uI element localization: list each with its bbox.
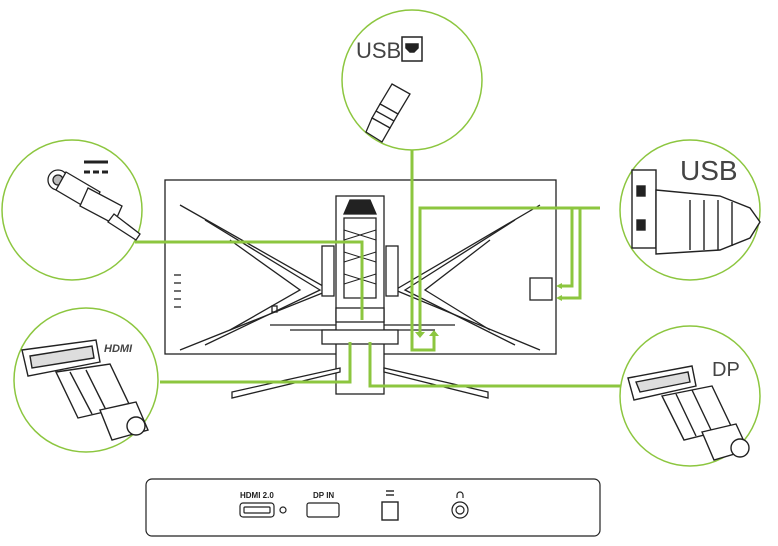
dp-port-label: DP IN bbox=[313, 491, 334, 500]
callout-circle bbox=[341, 9, 483, 151]
hdmi-label: HDMI bbox=[104, 343, 133, 355]
cable-power bbox=[135, 240, 364, 320]
callout-dp: DP bbox=[619, 325, 761, 467]
hdmi-port-label: HDMI 2.0 bbox=[240, 491, 274, 500]
callout-circle bbox=[1, 139, 143, 281]
cable-hdmi bbox=[160, 342, 352, 384]
cable-usb-right-2 bbox=[562, 208, 582, 300]
headphone-port bbox=[451, 491, 469, 519]
cable-lines bbox=[135, 140, 622, 388]
callout-usb-right: USB bbox=[619, 139, 761, 281]
dc-plug-icon bbox=[47, 169, 141, 241]
side-usb-hub bbox=[529, 277, 553, 301]
usb-a-plug-icon bbox=[631, 169, 761, 255]
osd-buttons bbox=[174, 274, 181, 308]
panel-chevron-right bbox=[393, 204, 541, 351]
usb-right-label: USB bbox=[680, 155, 738, 186]
callout-usb-top: USB bbox=[341, 9, 483, 151]
hdmi-plug-icon bbox=[21, 339, 149, 441]
usb-top-label: USB bbox=[356, 38, 401, 63]
usb-b-port-icon bbox=[401, 36, 423, 62]
dc-in-port bbox=[381, 490, 399, 521]
stand-bracket-left bbox=[321, 245, 335, 297]
cable-dp bbox=[368, 342, 622, 388]
cable-arrows bbox=[415, 283, 562, 338]
lock-slot bbox=[271, 305, 278, 313]
callout-power bbox=[1, 139, 143, 281]
dp-label: DP bbox=[712, 359, 740, 381]
stand-leg-right bbox=[383, 367, 489, 399]
panel-chevron-left bbox=[179, 204, 332, 351]
dp-plug-icon bbox=[627, 365, 750, 461]
dc-power-icon bbox=[84, 160, 108, 174]
usb-b-plug-icon bbox=[365, 83, 411, 143]
cable-usb-right-1 bbox=[418, 206, 600, 332]
stand-bracket-right bbox=[385, 245, 399, 297]
cable-usb-top bbox=[410, 140, 436, 352]
callout-hdmi: HDMI bbox=[13, 307, 159, 453]
port-panel: HDMI 2.0 DP IN bbox=[145, 478, 601, 537]
port-panel-frame bbox=[145, 478, 601, 537]
hdmi-port bbox=[239, 502, 287, 518]
monitor-stand bbox=[231, 195, 489, 399]
dp-port bbox=[306, 502, 340, 518]
